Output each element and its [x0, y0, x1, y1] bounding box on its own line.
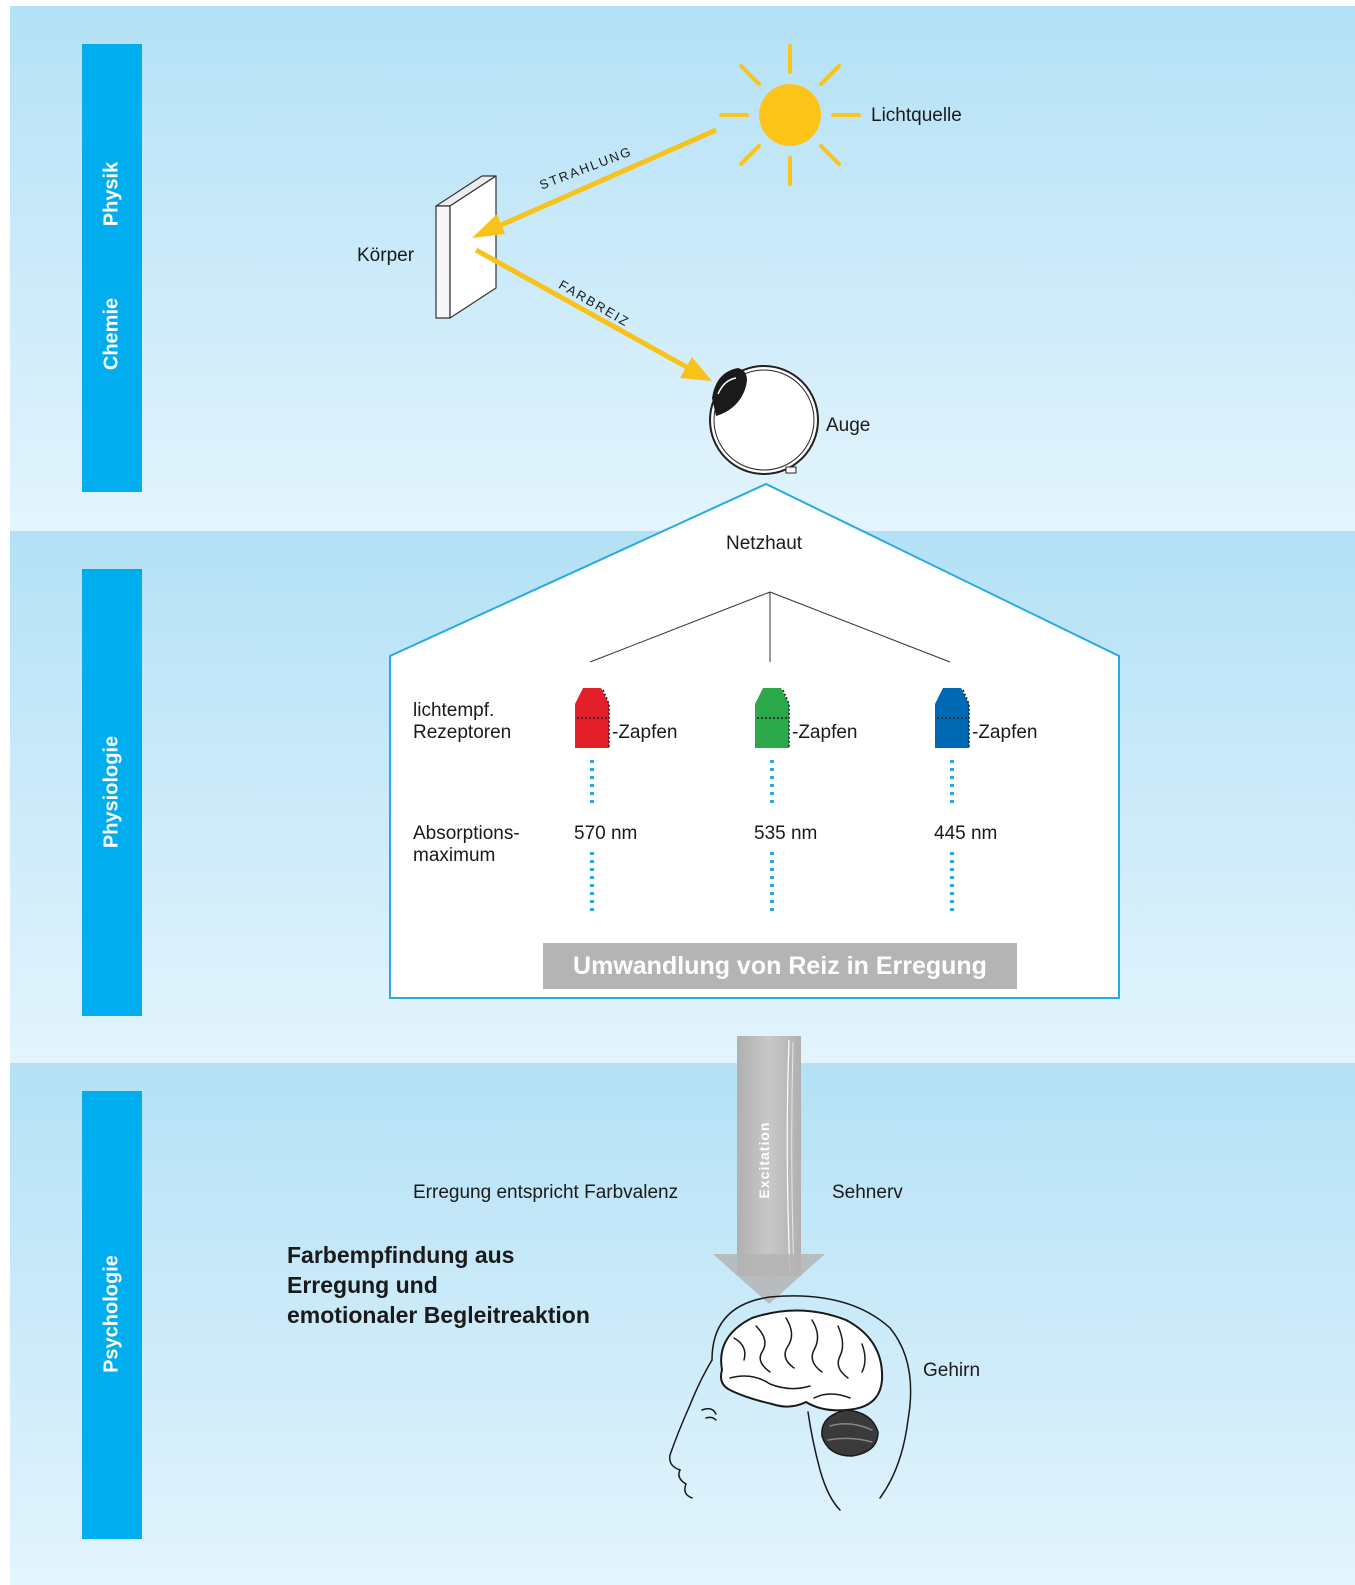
label-sehnerv: Sehnerv — [832, 1182, 903, 1203]
cone-label-red: -Zapfen — [612, 722, 678, 743]
optic-nerve-arrow — [713, 1036, 825, 1304]
cone-label-green: -Zapfen — [792, 722, 858, 743]
band-psychology — [10, 1063, 1355, 1585]
label-farbempfindung-line3: emotionaler Begleitreaktion — [287, 1302, 590, 1328]
label-absorption: Absorptions- maximum — [413, 823, 520, 867]
band-physics-chemistry — [10, 6, 1355, 531]
label-auge: Auge — [826, 415, 871, 436]
label-koerper: Körper — [357, 245, 415, 266]
signal-dotted-lines — [590, 760, 954, 912]
sidebar-physics-chemistry: Physik Chemie — [82, 44, 142, 492]
label-absorption-line1: Absorptions- — [413, 823, 520, 844]
sun-icon — [719, 44, 861, 186]
body-slab-icon — [435, 175, 497, 319]
conversion-banner: Umwandlung von Reiz in Erregung — [543, 943, 1017, 989]
sidebar-psychology: Psychologie — [82, 1091, 142, 1539]
label-farbempfindung-line1: Farbempfindung aus — [287, 1242, 515, 1268]
label-rezeptoren-line1: lichtempf. — [413, 700, 495, 721]
label-absorption-line2: maximum — [413, 845, 496, 866]
label-netzhaut: Netzhaut — [726, 533, 803, 554]
cone-icon-red — [575, 688, 610, 748]
sidebar-physiology: Physiologie — [82, 569, 142, 1016]
cone-icon-blue — [935, 688, 970, 748]
label-rezeptoren-line2: Rezeptoren — [413, 722, 512, 743]
radiation-arrow — [472, 127, 718, 238]
stimulus-arrow — [474, 247, 712, 381]
label-excitation: Excitation — [756, 1121, 772, 1199]
label-erregung: Erregung entspricht Farbvalenz — [413, 1182, 679, 1203]
retina-branch-lines — [589, 591, 951, 663]
label-rezeptoren: lichtempf. Rezeptoren — [413, 700, 511, 744]
brain-head-icon — [668, 1295, 912, 1511]
label-farbempfindung-line2: Erregung und — [287, 1272, 438, 1298]
label-farbempfindung: Farbempfindung aus Erregung und emotiona… — [287, 1240, 590, 1330]
retina-frame — [389, 482, 1120, 999]
cone-icon-green — [755, 688, 790, 748]
wavelength-green: 535 nm — [754, 823, 818, 844]
label-gehirn: Gehirn — [923, 1360, 981, 1381]
eye-icon — [709, 365, 819, 475]
wavelength-red: 570 nm — [574, 823, 638, 844]
cone-label-blue: -Zapfen — [972, 722, 1038, 743]
label-lichtquelle: Lichtquelle — [871, 105, 962, 126]
wavelength-blue: 445 nm — [934, 823, 998, 844]
